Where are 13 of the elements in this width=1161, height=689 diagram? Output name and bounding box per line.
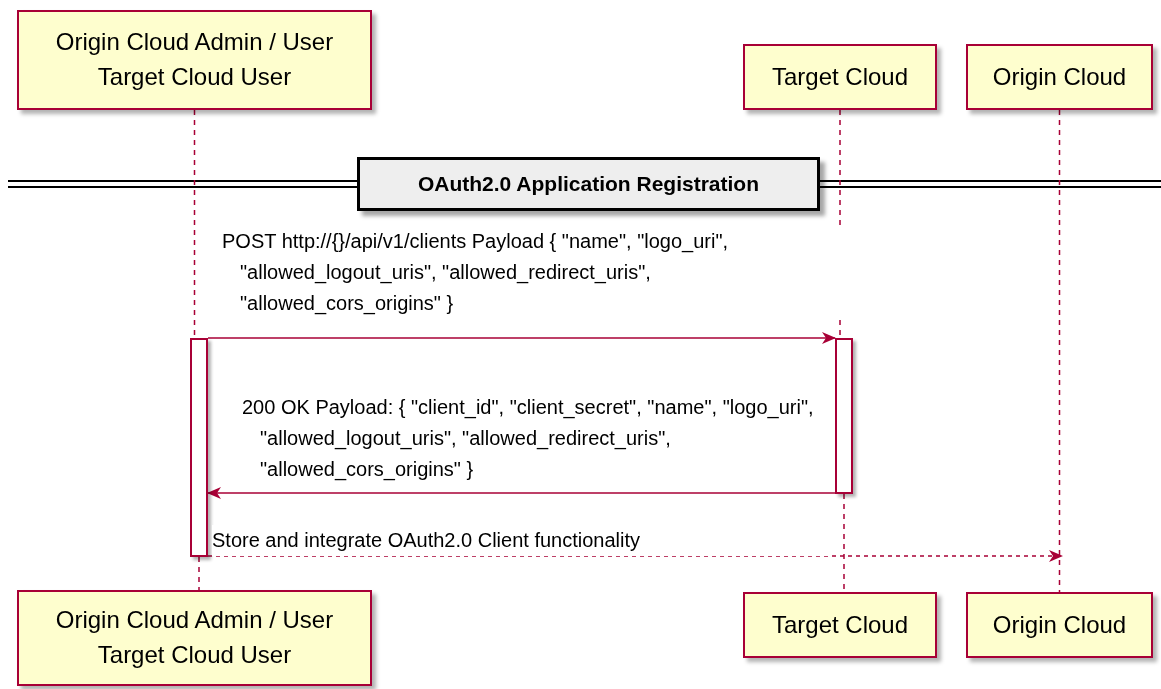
participant-box: Origin Cloud: [966, 44, 1153, 110]
participant-box: Origin Cloud Admin / User Target Cloud User: [17, 10, 372, 110]
activation-bar: [835, 338, 853, 494]
message-arrow: [207, 332, 836, 344]
participant-box: Target Cloud: [743, 44, 937, 110]
lifeline: [198, 556, 200, 591]
message-arrow: [207, 487, 836, 499]
participant-box: Target Cloud: [743, 592, 937, 658]
lifeline: [1058, 109, 1061, 593]
message-arrow: [207, 550, 1063, 562]
participant-box: Origin Cloud Admin / User Target Cloud User: [17, 590, 372, 686]
participant-box: Origin Cloud: [966, 592, 1153, 658]
activation-bar: [190, 338, 208, 557]
